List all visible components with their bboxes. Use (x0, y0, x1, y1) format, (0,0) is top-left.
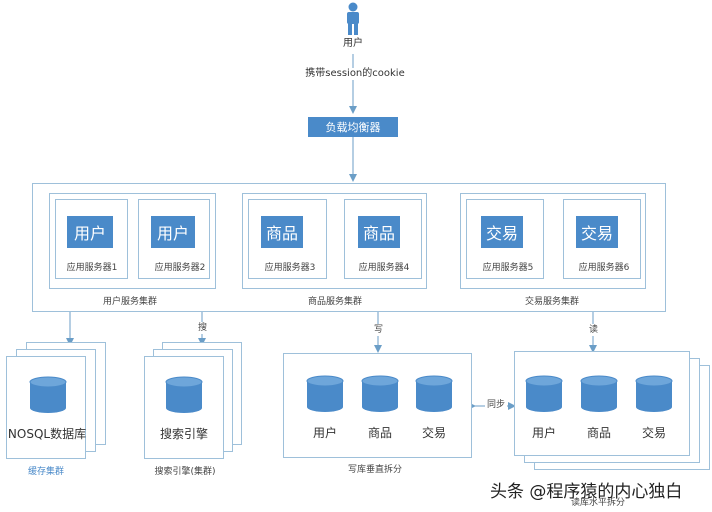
server-tag-3: 商品 (261, 216, 303, 248)
edge-label-sync: 同步 (485, 399, 508, 411)
server-tag-4: 商品 (358, 216, 400, 248)
nosql-database-icon (29, 376, 67, 413)
load-balancer: 负载均衡器 (308, 117, 398, 137)
write-db-trade-icon (415, 375, 453, 412)
edge-label-search: 搜 (198, 322, 208, 334)
read-db-trade-icon (635, 375, 673, 412)
read-db-label-trade: 交易 (641, 426, 667, 440)
cluster-label-user: 用户服务集群 (102, 297, 158, 307)
read-db-product-icon (580, 375, 618, 412)
cache-caption: 缓存集群 (27, 467, 65, 477)
write-db-label-product: 商品 (367, 426, 393, 440)
edge-label-write: 写 (374, 324, 384, 336)
read-db-caption: 读库水平拆分 (570, 498, 626, 508)
write-db-product-icon (361, 375, 399, 412)
cookie-label: 携带session的cookie (303, 68, 407, 80)
server-label-3: 应用服务器3 (264, 263, 316, 273)
write-db-caption: 写库垂直拆分 (347, 465, 403, 475)
load-balancer-label: 负载均衡器 (325, 121, 381, 134)
server-tag-2: 用户 (151, 216, 195, 248)
server-label-4: 应用服务器4 (358, 263, 410, 273)
read-db-label-user: 用户 (531, 426, 557, 440)
user-label: 用户 (343, 38, 363, 49)
edge-label-read: 读 (589, 324, 599, 336)
cluster-label-trade: 交易服务集群 (524, 297, 580, 307)
write-db-user-icon (306, 375, 344, 412)
server-label-2: 应用服务器2 (154, 263, 206, 273)
search-engine-db-icon (165, 376, 203, 413)
user-icon (347, 2, 359, 35)
server-label-1: 应用服务器1 (66, 263, 118, 273)
nosql-db-label: NOSQL数据库 (7, 427, 87, 441)
search-engine-label: 搜索引擎 (159, 427, 209, 441)
read-db-label-product: 商品 (586, 426, 612, 440)
watermark: 头条 @程序猿的内心独白 (490, 482, 683, 502)
write-db-label-user: 用户 (312, 426, 338, 440)
cluster-label-product: 商品服务集群 (307, 297, 363, 307)
search-engine-caption: 搜索引擎(集群) (154, 467, 216, 477)
server-tag-6: 交易 (576, 216, 618, 248)
write-db-label-trade: 交易 (421, 426, 447, 440)
server-label-6: 应用服务器6 (578, 263, 630, 273)
server-tag-1: 用户 (67, 216, 113, 248)
server-tag-5: 交易 (481, 216, 523, 248)
read-db-user-icon (525, 375, 563, 412)
server-label-5: 应用服务器5 (482, 263, 534, 273)
